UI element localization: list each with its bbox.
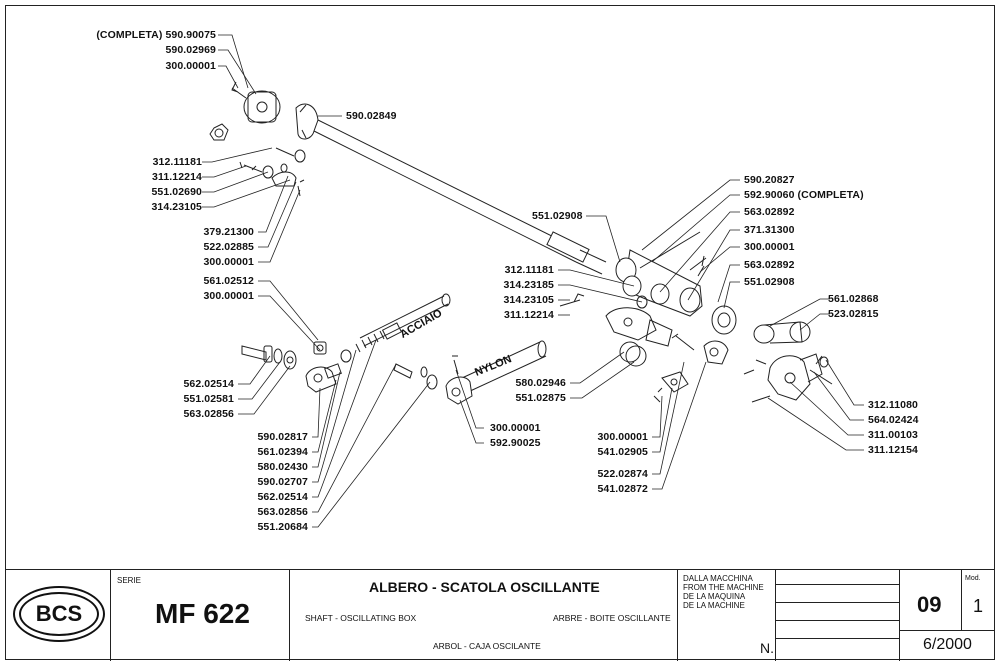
part-number: 590.20827 [744, 174, 795, 186]
figure-caption: Mod. [965, 575, 981, 582]
part-number: 551.20684 [257, 521, 308, 533]
part-number: 561.02512 [203, 275, 254, 287]
part-number: 311.12214 [504, 309, 554, 321]
small-bracket-parts [239, 147, 306, 197]
logo-text: BCS [35, 601, 83, 626]
part-number: 551.02908 [744, 276, 795, 288]
part-number: 590.02707 [257, 476, 308, 488]
part-number-shaft: 590.02849 [346, 110, 397, 122]
title-italian: ALBERO - SCATOLA OSCILLANTE [369, 579, 600, 595]
part-number: 551.02690 [151, 186, 202, 198]
part-number: 300.00001 [165, 60, 216, 72]
part-number: 561.02868 [828, 293, 879, 305]
part-number: (COMPLETA) 590.90075 [96, 29, 216, 41]
part-number: 551.02875 [515, 392, 566, 404]
part-number: 592.90025 [490, 437, 541, 449]
part-number: 371.31300 [744, 224, 795, 236]
page-number: 09 [917, 592, 942, 617]
part-number: 563.02856 [257, 506, 308, 518]
part-number: 541.02872 [597, 483, 648, 495]
part-number: 590.02817 [257, 431, 308, 443]
title-english: SHAFT - OSCILLATING BOX [305, 613, 417, 623]
main-shaft [295, 103, 607, 275]
from-machine-line: DALLA MACCHINA [683, 574, 753, 583]
oscillating-box [559, 231, 737, 347]
box-lower-parts [619, 333, 729, 403]
universal-joint [209, 81, 281, 141]
part-number: 314.23105 [151, 201, 202, 213]
from-machine-line: FROM THE MACHINE [683, 583, 764, 592]
part-number: 541.02905 [597, 446, 648, 458]
part-number: 300.00001 [490, 422, 541, 434]
title-french: ARBRE - BOITE OSCILLANTE [553, 613, 671, 623]
part-number: 590.02969 [165, 44, 216, 56]
part-number: 311.00103 [868, 429, 918, 441]
part-number: 300.00001 [597, 431, 648, 443]
model-number: MF 622 [155, 598, 250, 629]
part-number: 562.02514 [183, 378, 234, 390]
part-number: 314.23185 [503, 279, 554, 291]
part-number: 522.02874 [597, 468, 648, 480]
revision-date: 6/2000 [923, 636, 972, 653]
part-number: 523.02815 [828, 308, 879, 320]
part-number: 300.00001 [203, 256, 254, 268]
part-number: 562.02514 [257, 491, 308, 503]
part-number: 379.21300 [203, 226, 254, 238]
serie-caption: SERIE [117, 576, 142, 585]
title-spanish: ARBOL - CAJA OSCILANTE [433, 641, 541, 651]
part-number: 300.00001 [203, 290, 254, 302]
leader-lines [202, 34, 864, 528]
from-machine-line: DE LA MAQUINA [683, 592, 746, 601]
part-number: 311.12154 [868, 444, 918, 456]
part-number: 564.02424 [868, 414, 919, 426]
part-number: 312.11080 [868, 399, 918, 411]
steel-rod-assembly [324, 293, 451, 379]
part-number: 551.02908 [532, 210, 583, 222]
bcs-logo: BCS [13, 586, 105, 642]
clamp-parts-left [241, 341, 337, 393]
drawing-sheet [5, 5, 995, 660]
part-number: 580.02430 [257, 461, 308, 473]
part-number: 563.02892 [744, 259, 795, 271]
n-label: N. [760, 640, 774, 656]
part-number: 551.02581 [183, 393, 234, 405]
part-number: 312.11181 [152, 156, 202, 168]
title-block: BCS SERIE MF 622 ALBERO - SCATOLA OSCILL… [5, 569, 995, 661]
part-number: 563.02856 [183, 408, 234, 420]
part-number: 592.90060 (COMPLETA) [744, 189, 864, 201]
part-number: 311.12214 [152, 171, 202, 183]
part-number: 312.11181 [504, 264, 554, 276]
from-machine-line: DE LA MACHINE [683, 601, 745, 610]
part-number: 563.02892 [744, 206, 795, 218]
part-number: 561.02394 [257, 446, 308, 458]
figure-number: 1 [973, 596, 984, 616]
part-number: 522.02885 [203, 241, 254, 253]
part-number: 314.23105 [503, 294, 554, 306]
part-number: 580.02946 [515, 377, 566, 389]
right-bracket [743, 321, 833, 403]
part-number: 300.00001 [744, 241, 795, 253]
